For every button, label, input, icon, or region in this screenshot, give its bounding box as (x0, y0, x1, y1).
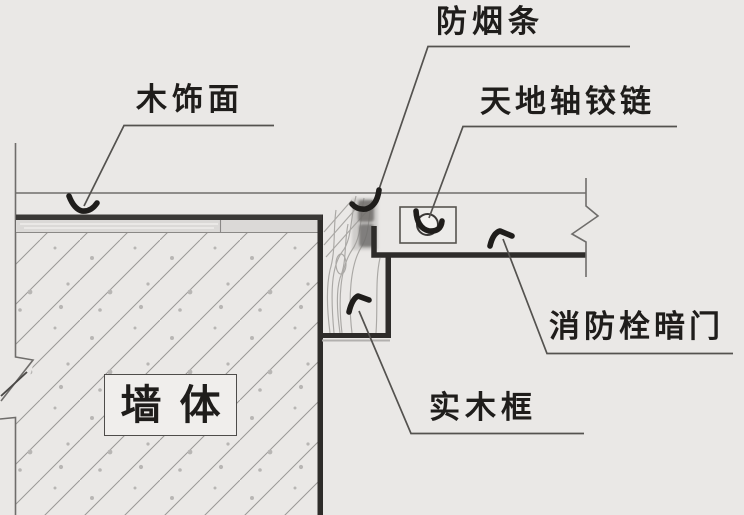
frame-arrow (346, 293, 372, 315)
wall-hatch (15, 232, 318, 515)
veneer-assembly (16, 192, 586, 234)
pivot-hinge-label: 天地轴铰链 (480, 84, 655, 119)
door-panel (371, 178, 600, 277)
hydrant-door-label: 消防栓暗门 (549, 309, 724, 344)
wall-section (0, 143, 323, 515)
frame-leader (358, 310, 584, 435)
wall-label: 墙体 (120, 381, 239, 428)
arrowheads (66, 187, 515, 315)
solid-wood-frame-label: 实木框 (429, 390, 537, 425)
door-arrow (487, 228, 515, 249)
veneer-underlay-line (16, 214, 322, 220)
frame-bottom-edge (317, 333, 391, 338)
frame-right-edge (385, 254, 391, 334)
smoke-seal-leader (375, 45, 630, 199)
wall-right-edge (317, 214, 323, 515)
smoke-seal-label: 防烟条 (436, 4, 544, 39)
door-break-line (570, 178, 600, 277)
hinge-leader (428, 125, 677, 219)
smoke-seal-arrow (349, 187, 382, 212)
door-bottom-line (371, 226, 586, 258)
veneer-leader (83, 124, 274, 207)
backing-band (16, 220, 318, 233)
door-leader (502, 238, 733, 355)
wall-label-box: 墙体 (104, 374, 237, 436)
leader-lines (83, 45, 733, 435)
wood-veneer-label: 木饰面 (136, 82, 244, 117)
backing-laminations (20, 223, 218, 229)
wall-break-line-mid (0, 371, 28, 397)
veneer-arrow (66, 193, 100, 214)
hinge-arrow (413, 208, 445, 234)
wall-break-line-lower (0, 416, 17, 515)
